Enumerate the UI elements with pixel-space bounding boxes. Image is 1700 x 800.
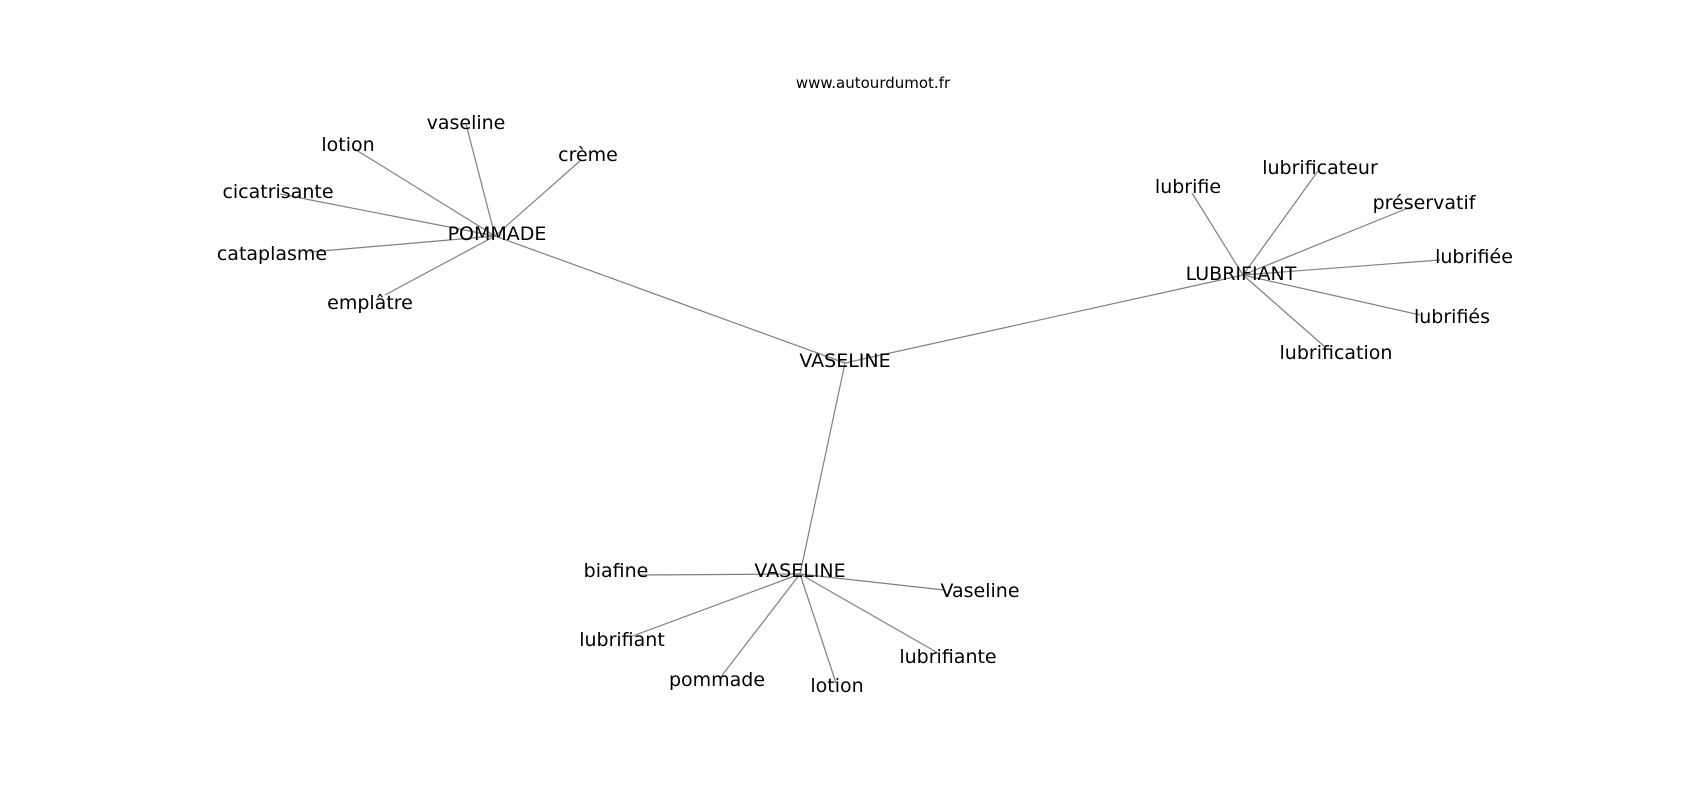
edge-center-lubrifiant <box>844 274 1244 364</box>
edge-lubrifiant-leaf <box>1242 274 1326 348</box>
leaf-node: Vaseline <box>940 580 1019 602</box>
hub-node-lubrifiant: LUBRIFIANT <box>1186 263 1297 285</box>
leaf-node: emplâtre <box>327 292 413 314</box>
leaf-node: lubrification <box>1280 342 1393 364</box>
edge-lubrifiant-leaf <box>1191 192 1244 276</box>
leaf-node: lubrifiant <box>579 629 665 651</box>
edge-pommade-leaf <box>384 235 496 296</box>
edge-vaseline-leaf <box>799 573 837 684</box>
center-node: VASELINE <box>799 350 890 372</box>
edge-lubrifiant-leaf <box>1242 274 1421 316</box>
edge-center-pommade <box>494 235 846 364</box>
graph-edges <box>279 123 1441 684</box>
edge-pommade-leaf <box>494 159 582 237</box>
edge-pommade-leaf <box>352 147 496 237</box>
leaf-node: biafine <box>584 560 649 582</box>
leaf-node: lotion <box>810 675 863 697</box>
leaf-node: lubrifiés <box>1414 306 1490 328</box>
leaf-node: lubrifie <box>1155 176 1221 198</box>
leaf-node: lubrifiée <box>1435 246 1513 268</box>
leaf-node: lotion <box>321 134 374 156</box>
edge-pommade-leaf <box>279 193 496 237</box>
edge-vaseline-leaf <box>799 573 945 591</box>
leaf-node: crème <box>558 144 618 166</box>
hub-node-vaseline: VASELINE <box>754 560 845 582</box>
leaf-node: préservatif <box>1373 192 1477 214</box>
graph-labels: www.autourdumot.fr vaseline lotion crème cic… <box>217 74 1513 697</box>
leaf-node: cicatrisante <box>222 181 333 203</box>
edge-pommade-leaf <box>309 235 496 253</box>
edge-vaseline-leaf <box>799 573 939 654</box>
hub-node-pommade: POMMADE <box>448 223 547 245</box>
edge-pommade-leaf <box>465 123 496 237</box>
edge-vaseline-leaf <box>719 573 801 679</box>
leaf-node: cataplasme <box>217 243 327 265</box>
leaf-node: vaseline <box>427 112 506 134</box>
leaf-node: pommade <box>669 669 765 691</box>
edge-center-vaseline <box>799 362 846 575</box>
edge-vaseline-leaf <box>639 573 801 576</box>
site-watermark: www.autourdumot.fr <box>796 74 951 92</box>
leaf-node: lubrificateur <box>1262 157 1378 179</box>
leaf-node: lubrifiante <box>899 646 996 668</box>
edge-lubrifiant-leaf <box>1242 205 1414 276</box>
edge-lubrifiant-leaf <box>1242 259 1441 276</box>
edge-lubrifiant-leaf <box>1242 170 1319 276</box>
edge-vaseline-leaf <box>629 573 801 638</box>
